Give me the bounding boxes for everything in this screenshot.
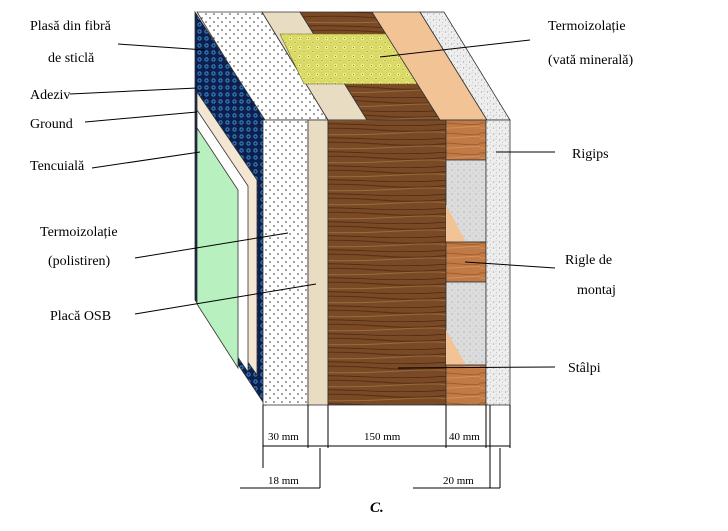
label-ground: Ground xyxy=(30,117,73,132)
side-faces xyxy=(194,10,266,407)
label-battens-line2: montaj xyxy=(577,283,616,298)
front-gap-1-shade xyxy=(446,205,466,242)
label-drywall: Rigips xyxy=(572,147,609,162)
label-eps-line2: (polistiren) xyxy=(48,254,111,269)
front-eps xyxy=(262,119,309,406)
front-batten-3 xyxy=(445,364,487,406)
figure-caption: C. xyxy=(370,500,384,516)
label-plaster: Tencuială xyxy=(30,159,85,174)
dim-eps: 30 mm xyxy=(268,431,299,443)
label-wool-line1: Termoizolație xyxy=(548,19,626,34)
label-glass-mesh-line2: de sticlă xyxy=(48,51,95,66)
label-glass-mesh-line1: Plasă din fibră xyxy=(30,19,112,34)
front-gap-2-shade xyxy=(446,330,466,365)
dim-osb: 18 mm xyxy=(268,475,299,487)
label-wool-line2: (vată minerală) xyxy=(548,53,633,68)
front-osb xyxy=(307,119,329,406)
top-face xyxy=(196,11,511,121)
label-osb: Placă OSB xyxy=(50,309,111,324)
front-face xyxy=(262,119,511,406)
front-drywall xyxy=(485,119,511,406)
label-adhesive: Adeziv xyxy=(30,88,70,103)
label-battens-line1: Rigle de xyxy=(565,253,612,268)
plaster-finish xyxy=(196,126,239,370)
dimension-lines xyxy=(240,405,511,489)
dim-drywall: 20 mm xyxy=(443,475,474,487)
dim-batten: 40 mm xyxy=(449,431,480,443)
dim-stud: 150 mm xyxy=(364,431,401,443)
front-batten-1 xyxy=(445,119,487,161)
label-eps-line1: Termoizolație xyxy=(40,225,118,240)
label-studs: Stâlpi xyxy=(568,361,601,376)
front-stud xyxy=(327,119,447,406)
leader-lines xyxy=(69,39,556,369)
